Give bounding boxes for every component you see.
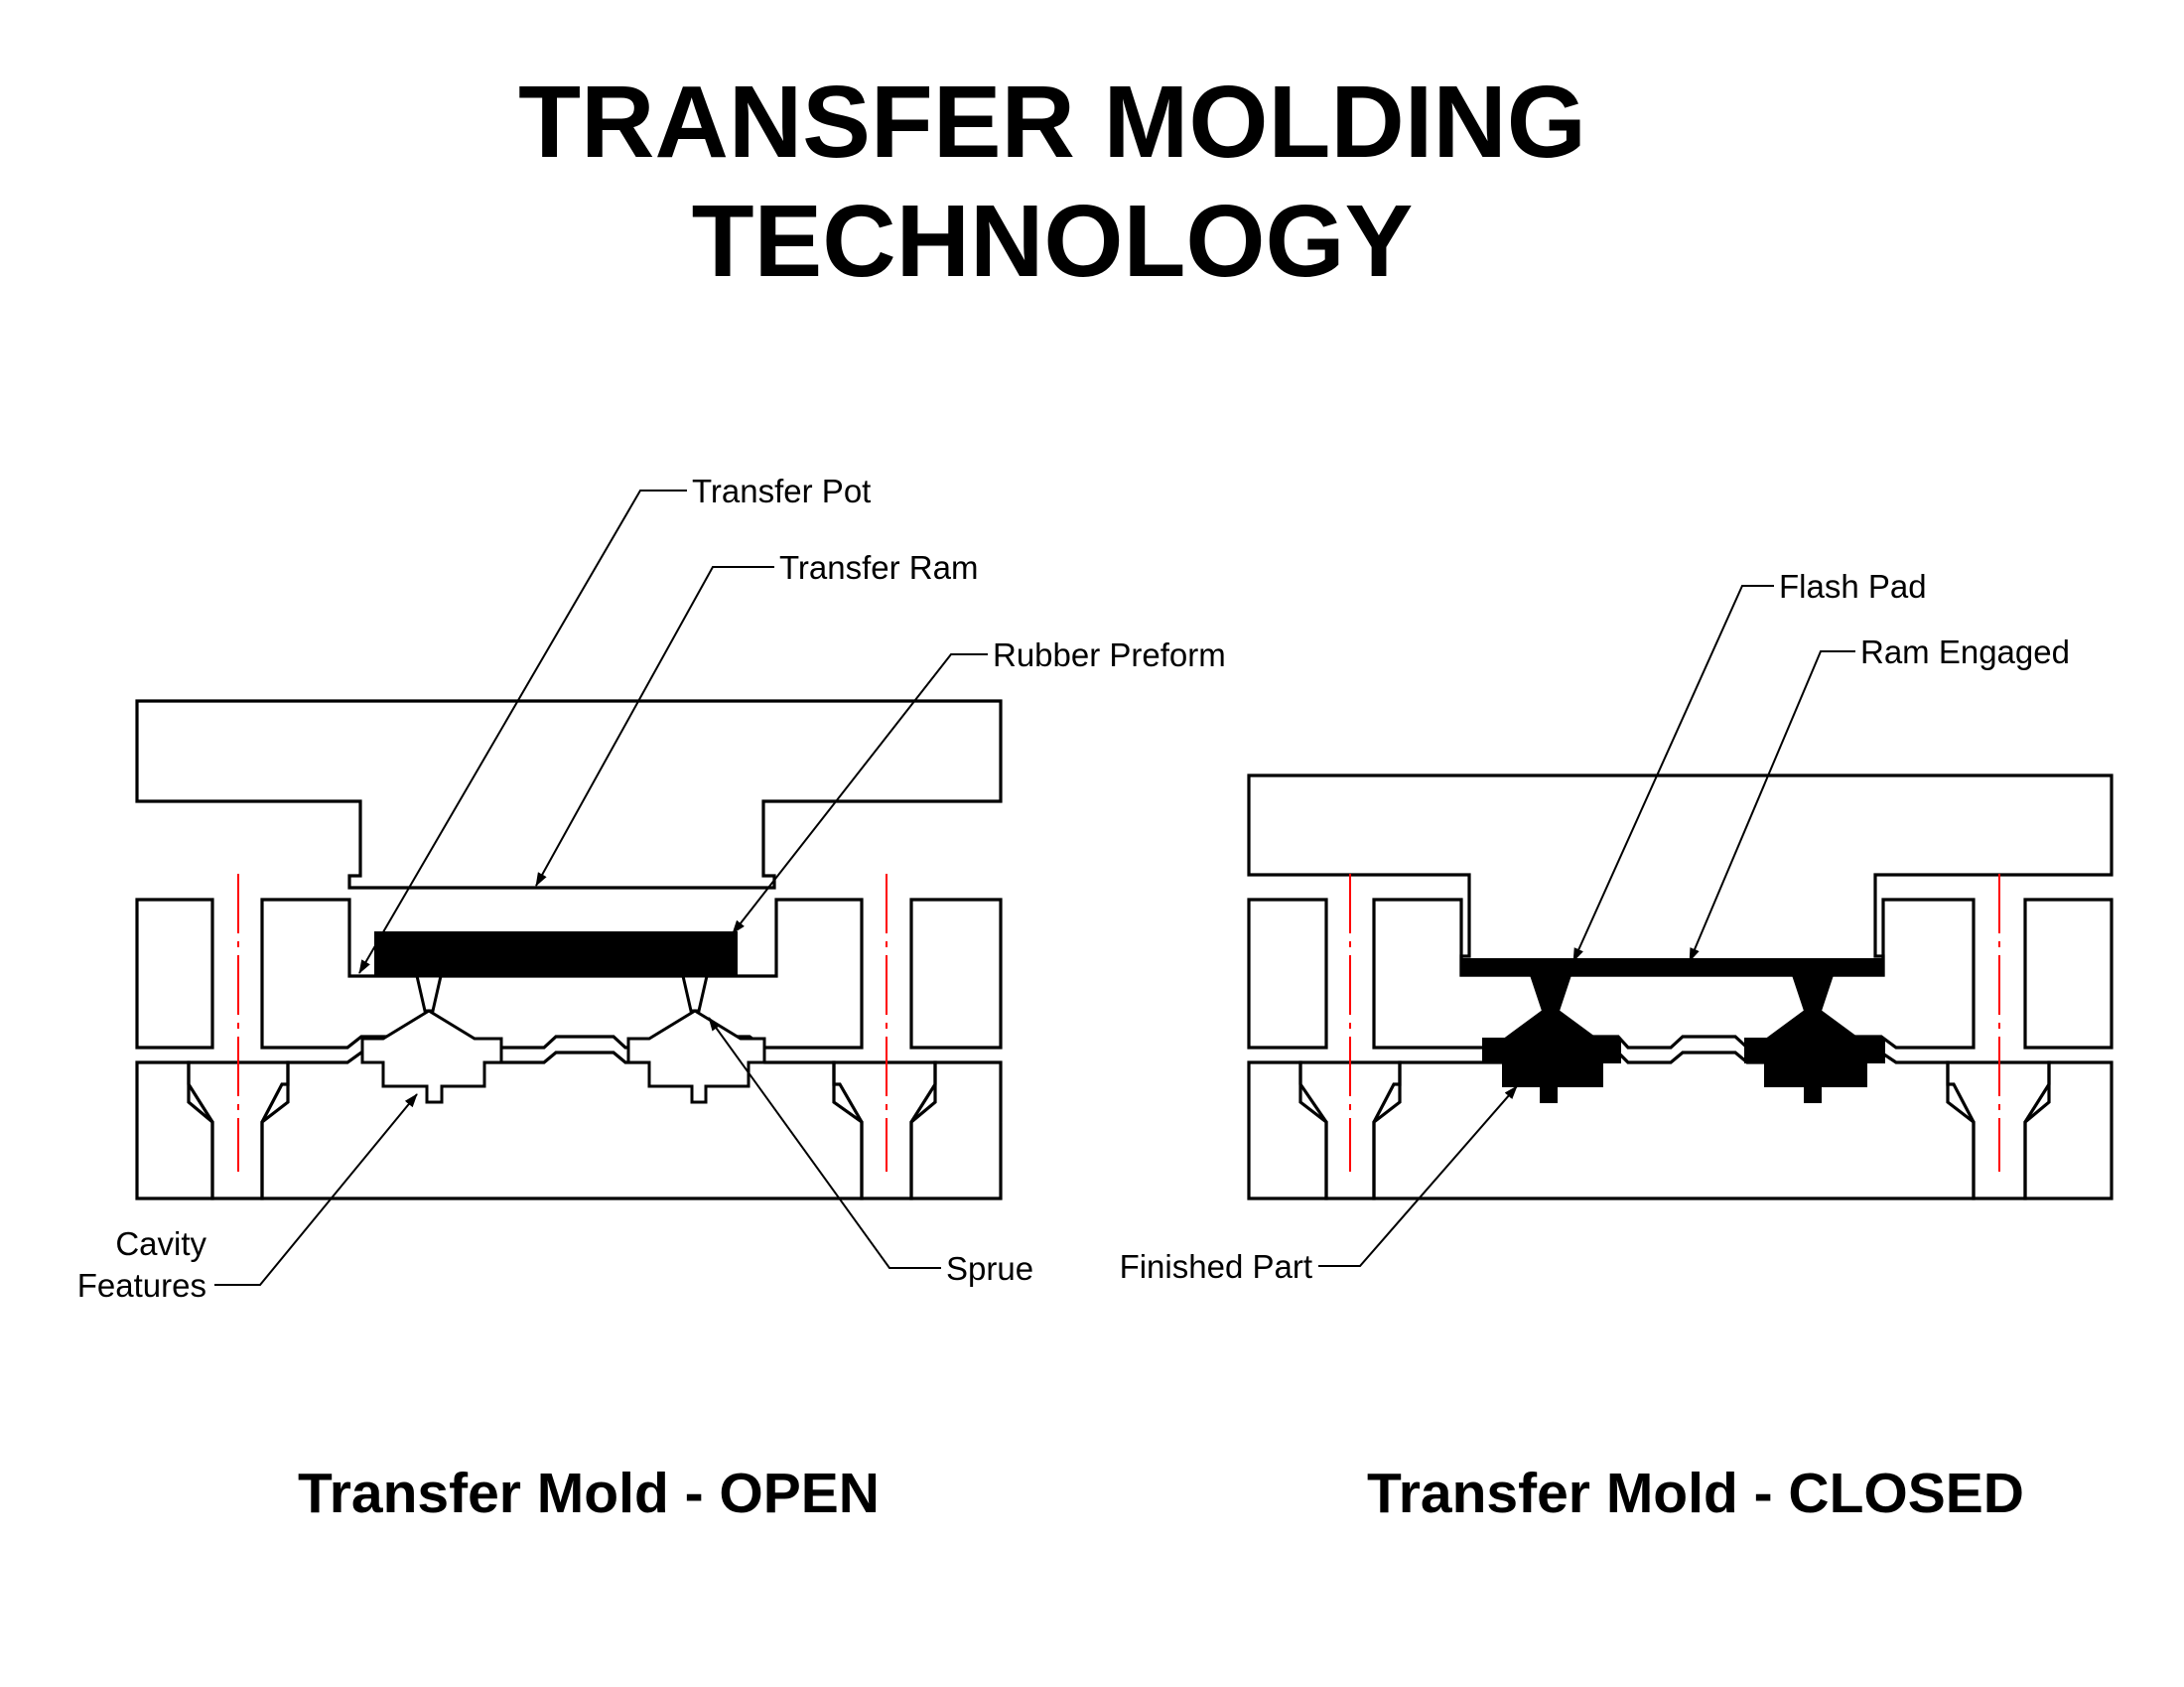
open-mold-view: Transfer Pot Transfer Ram Rubber Preform… [77,473,1226,1525]
closed-middle-plate-right [2023,898,2114,1050]
open-bottom-plate-left [135,1060,214,1200]
closed-bottom-plate-left [1247,1060,1328,1200]
label-flash-pad: Flash Pad [1779,568,1927,605]
leader-transfer-ram [535,566,774,887]
closed-middle-plate-left [1247,898,1328,1050]
closed-flash-pad [1460,958,1884,976]
closed-bottom-plate-right [2023,1060,2114,1200]
closed-mold-view: Flash Pad Ram Engaged Finished Part Tran… [1120,568,2114,1525]
open-sprue-right [681,974,709,1013]
open-guide-pin-pocket-left [187,1060,290,1200]
open-cavity-right [626,1009,766,1104]
closed-bottom-plate-center [1372,1051,1976,1200]
label-transfer-pot: Transfer Pot [692,473,871,509]
open-guide-pin-pocket-right [832,1060,937,1200]
open-middle-plate-left [135,898,214,1050]
closed-ram-plate [1247,773,2114,977]
open-rubber-preform [374,931,738,977]
open-cavity-left [360,1009,503,1104]
label-transfer-ram: Transfer Ram [779,549,978,586]
open-view-caption: Transfer Mold - OPEN [298,1462,880,1525]
label-cavity: Cavity [115,1225,206,1262]
leader-transfer-pot [358,490,687,974]
closed-guide-pin-pocket-left [1298,1060,1402,1200]
leader-ram-engaged [1689,650,1855,962]
open-bottom-plate-right [909,1060,1003,1200]
leader-finished-part [1318,1085,1518,1267]
leader-flash-pad [1572,585,1774,962]
open-sprue-left [415,974,443,1013]
label-finished-part: Finished Part [1120,1248,1312,1285]
open-bottom-plate-center [260,1051,864,1200]
label-ram-engaged: Ram Engaged [1860,633,2070,670]
closed-guide-pin-pocket-right [1946,1060,2051,1200]
label-features: Features [77,1267,206,1304]
open-transfer-ram-plate [135,699,1003,890]
leader-cavity-features [214,1093,418,1286]
closed-finished-part-left [1482,974,1621,1103]
open-middle-plate-right [909,898,1003,1050]
closed-view-caption: Transfer Mold - CLOSED [1367,1462,2024,1525]
closed-finished-part-right [1744,974,1885,1103]
diagram-title-line1: TRANSFER MOLDING [518,65,1586,179]
diagram-title-line2: TECHNOLOGY [692,184,1414,298]
leader-sprue [708,1017,941,1269]
label-sprue: Sprue [946,1250,1033,1287]
label-rubber-preform: Rubber Preform [993,636,1226,673]
leader-rubber-preform [732,653,988,934]
